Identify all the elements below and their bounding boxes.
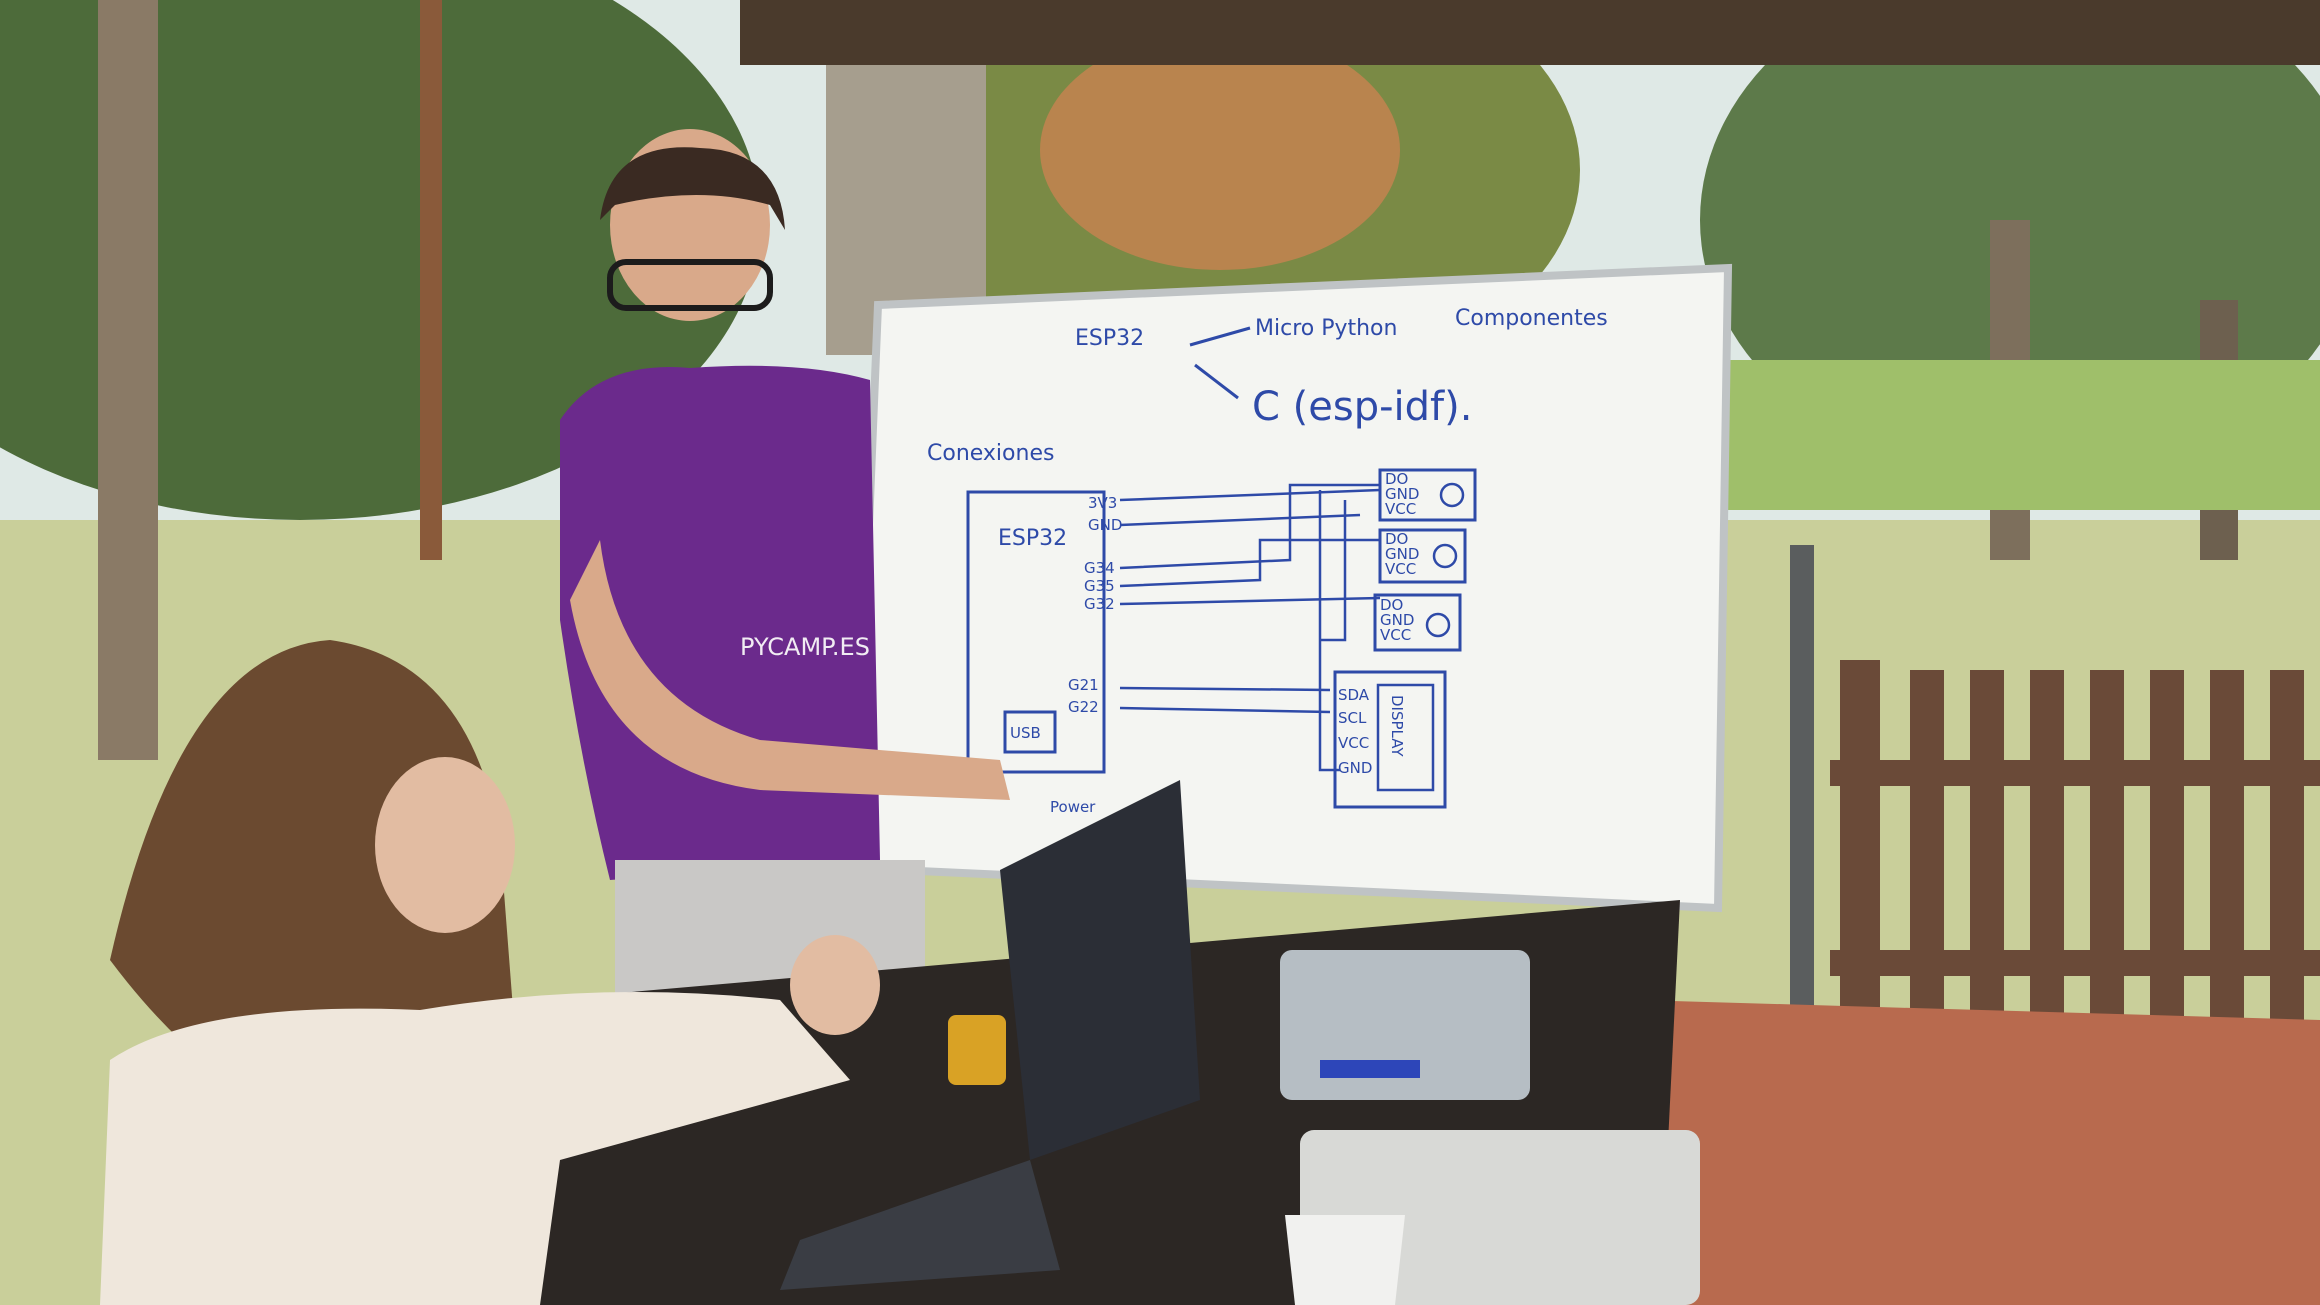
wb-sensor-2-pin-vcc: VCC <box>1385 560 1416 578</box>
whiteboard <box>850 263 1733 913</box>
wb-pin-3v3: 3V3 <box>1088 494 1117 512</box>
wb-pin-g35: G35 <box>1084 577 1115 595</box>
wb-display-pin-vcc: VCC <box>1338 734 1369 752</box>
wb-micropython: Micro Python <box>1255 316 1397 341</box>
tree-canopy-left <box>0 0 760 520</box>
wb-sensor-3-pin-do: DO <box>1380 596 1403 614</box>
wb-sensor-2-pin-do: DO <box>1385 530 1408 548</box>
glass-railing-post <box>1790 545 1814 1045</box>
wb-sensor-2-pin-gnd: GND <box>1385 545 1419 563</box>
wb-pin-g21: G21 <box>1068 676 1099 694</box>
wb-sensor-2 <box>1378 528 1467 584</box>
presenter-glasses <box>607 259 773 311</box>
laptop-screen <box>1000 780 1200 1160</box>
seated-woman-face <box>375 757 515 933</box>
wb-power-label: Power <box>1050 798 1096 816</box>
wb-sensor-1 <box>1378 468 1477 522</box>
wb-componentes: Componentes <box>1455 306 1608 331</box>
tree-canopy-orange <box>1040 30 1400 270</box>
wb-display-label: DISPLAY <box>1388 695 1406 757</box>
wb-sensor-1-pin-gnd: GND <box>1385 485 1419 503</box>
screwdriver-set <box>948 1015 1006 1085</box>
wb-sensor-3 <box>1373 593 1462 652</box>
wb-wiring <box>1119 483 1381 772</box>
wb-display-box <box>1333 670 1447 809</box>
wb-display-pin-gnd: GND <box>1338 759 1372 777</box>
wb-esp32-box <box>966 490 1106 774</box>
presenter-shirt-text: PYCAMP.ES <box>740 633 870 661</box>
wb-conexiones: Conexiones <box>927 441 1054 466</box>
wb-display-pin-scl: SCL <box>1338 709 1367 727</box>
wb-c-esp-idf: C (esp-idf). <box>1252 384 1472 430</box>
wb-display-screen <box>1376 683 1435 792</box>
wb-sensor-3-pin-gnd: GND <box>1380 611 1414 629</box>
wb-pin-g34: G34 <box>1084 559 1115 577</box>
wb-usb-box <box>1003 710 1057 754</box>
seated-woman-sweater <box>100 992 850 1305</box>
wb-sensor-3-icon <box>1425 612 1451 638</box>
wb-sensor-1-pin-do: DO <box>1385 470 1408 488</box>
wb-pin-gnd: GND <box>1088 516 1122 534</box>
storage-box-latch <box>1320 1060 1420 1078</box>
wb-esp32-label: ESP32 <box>998 526 1067 551</box>
organizer-case <box>1300 1130 1700 1305</box>
wb-arrow-1 <box>1189 326 1251 347</box>
presenter-hair <box>600 147 785 230</box>
tree-trunk-thin <box>420 0 442 560</box>
far-field <box>1720 360 2320 510</box>
tree-trunk-left <box>98 0 158 760</box>
wb-sensor-1-pin-vcc: VCC <box>1385 500 1416 518</box>
wb-sensor-1-icon <box>1439 482 1465 508</box>
paper-cup <box>1285 1215 1405 1305</box>
wb-sensor-3-pin-vcc: VCC <box>1380 626 1411 644</box>
wb-arrow-2 <box>1194 363 1239 400</box>
wb-heading-esp32: ESP32 <box>1075 326 1144 351</box>
seated-woman-hand <box>790 935 880 1035</box>
wb-pin-g22: G22 <box>1068 698 1099 716</box>
wb-sensor-2-icon <box>1432 543 1458 569</box>
wb-usb-label: USB <box>1010 724 1041 742</box>
tiled-floor <box>1600 1000 2320 1305</box>
roof-beam <box>740 0 2320 65</box>
seated-woman-hair <box>110 640 520 1127</box>
laptop-base <box>780 1160 1060 1290</box>
wooden-fence <box>1830 660 2320 1060</box>
wb-pin-g32: G32 <box>1084 595 1115 613</box>
wb-display-pin-sda: SDA <box>1338 686 1370 704</box>
presenter-arm <box>570 540 1010 800</box>
